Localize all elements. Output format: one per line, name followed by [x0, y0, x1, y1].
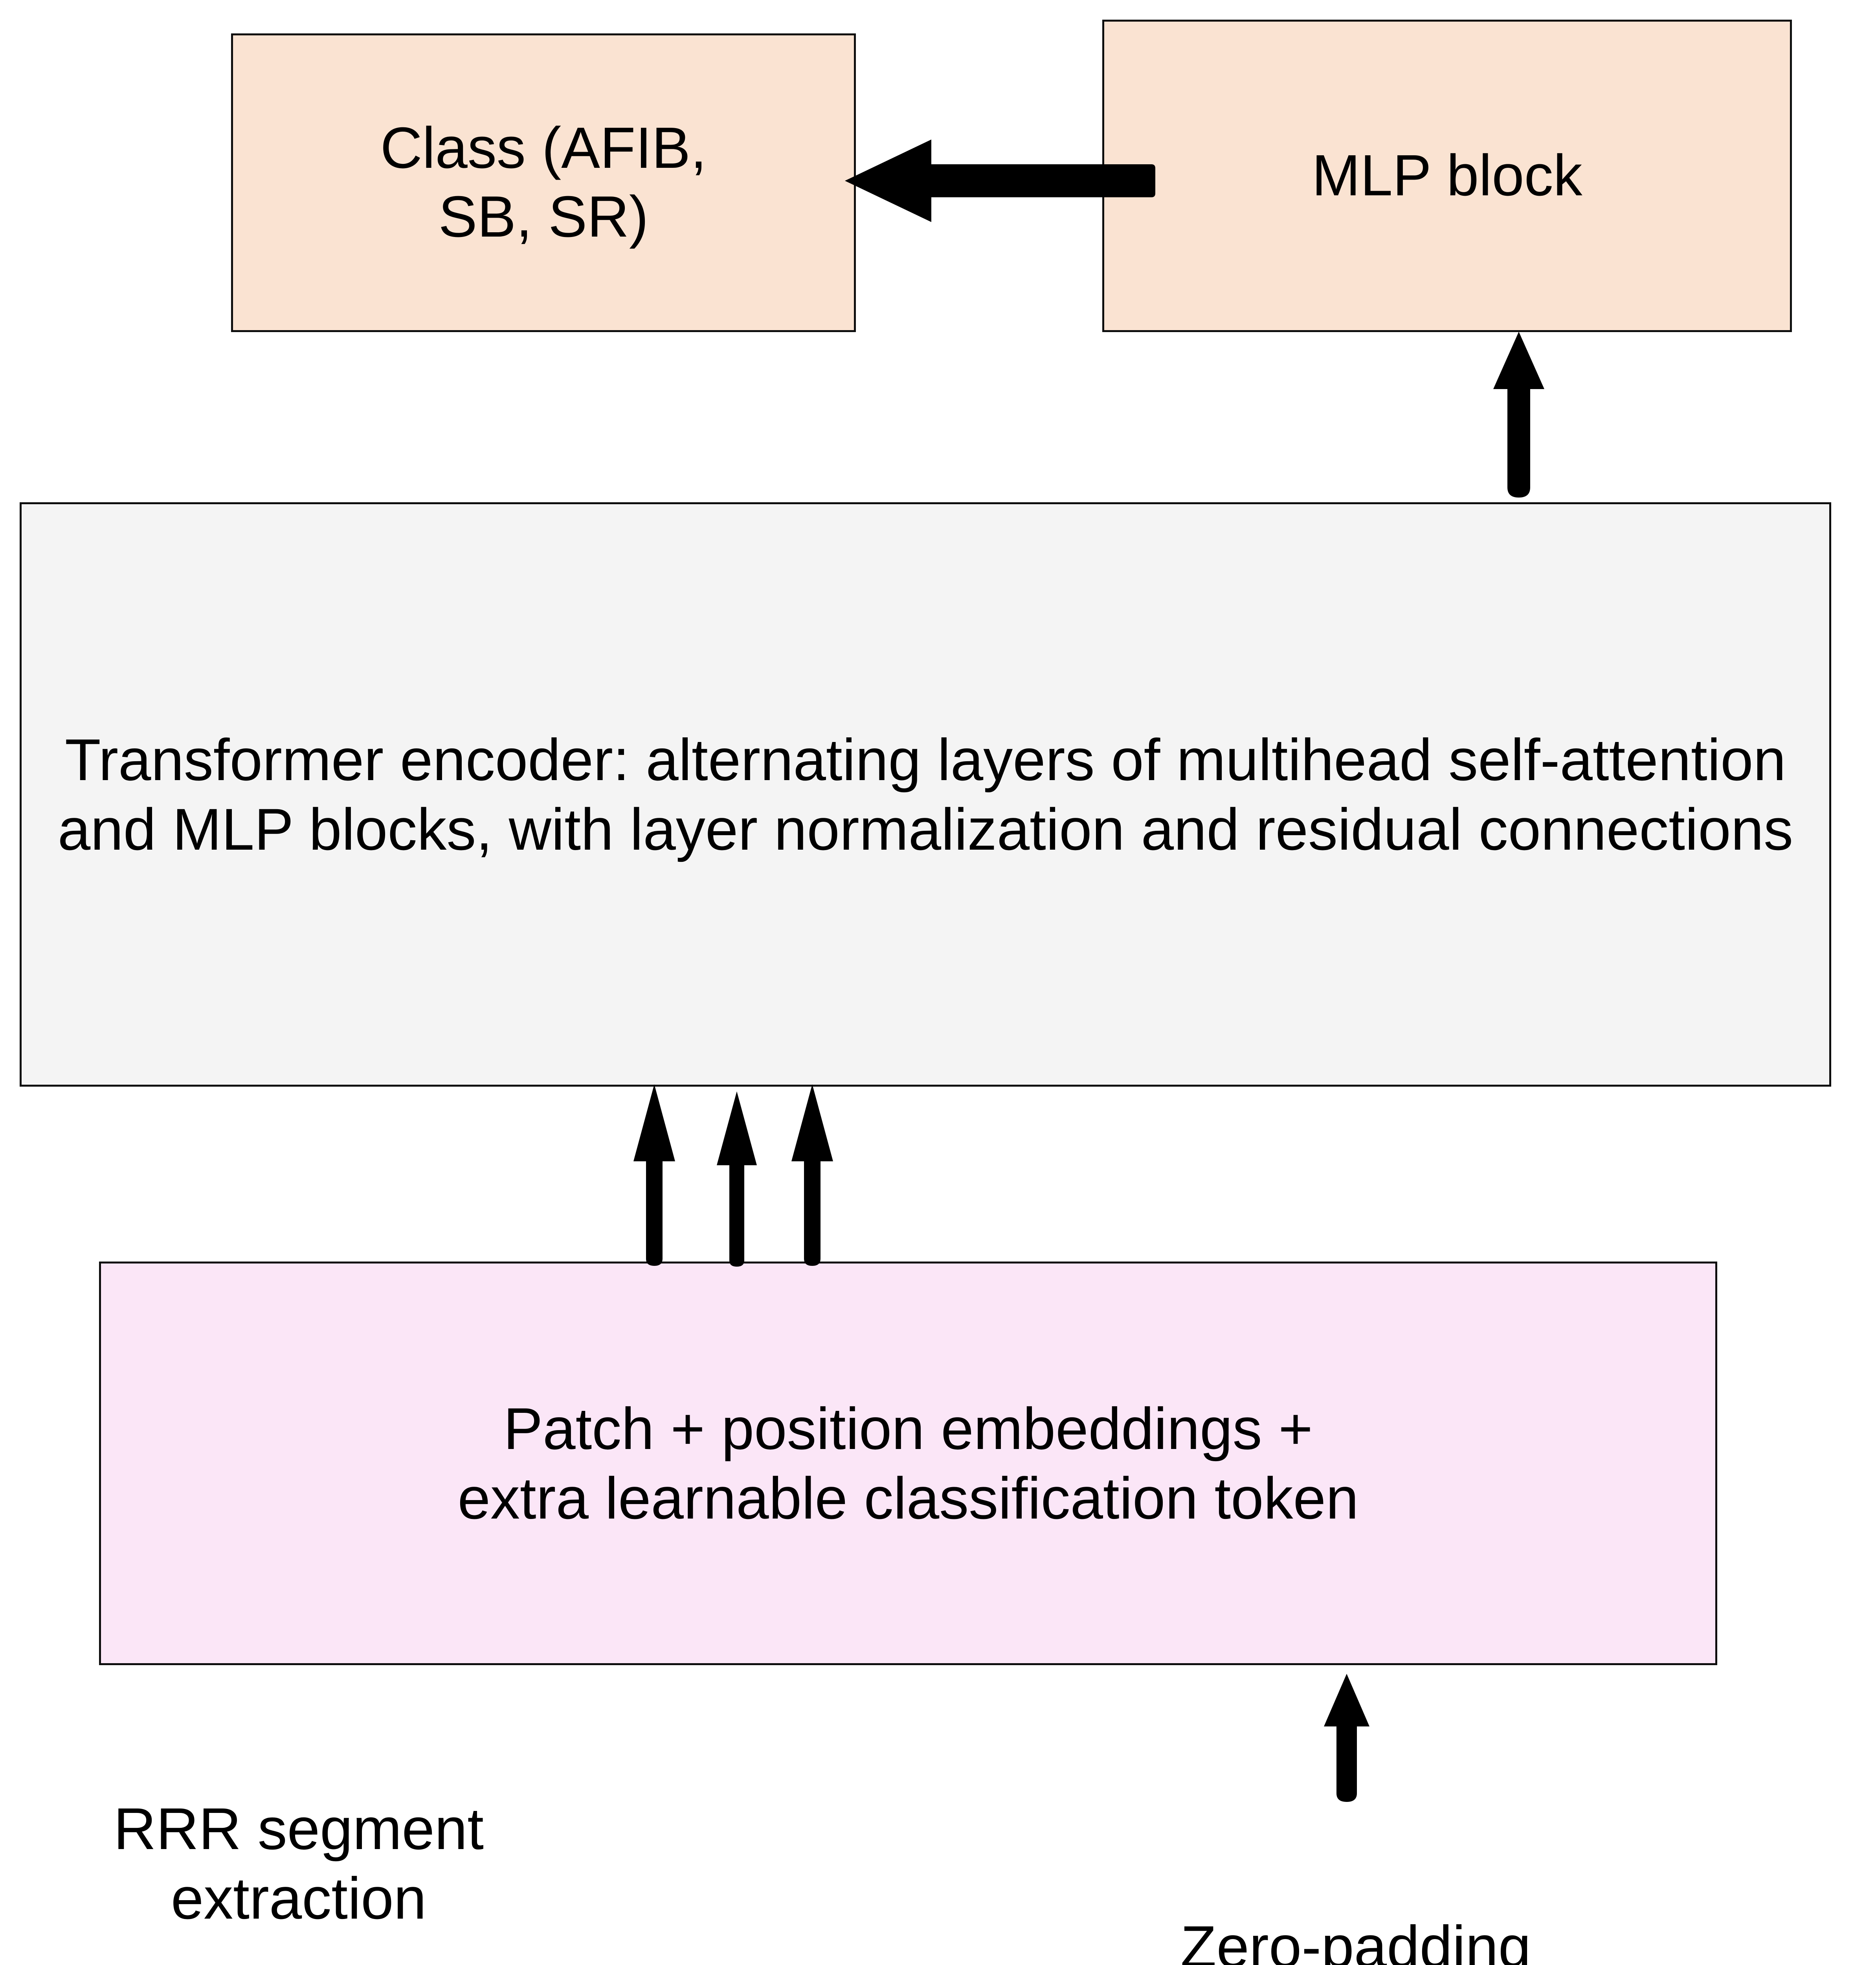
arrow-up-icon: [1318, 1672, 1377, 1804]
zero-padding-label: Zero-padding: [1180, 1914, 1531, 1965]
class-output-box[interactable]: Class (AFIB, SB, SR): [231, 33, 856, 332]
arrow-up-icon: [783, 1083, 842, 1267]
rrr-segment-extraction-label: RRR segment extraction: [114, 1796, 484, 1931]
transformer-encoder-box[interactable]: Transformer encoder: alternating layers …: [20, 502, 1831, 1087]
patch-position-embeddings-box[interactable]: Patch + position embeddings + extra lear…: [99, 1262, 1717, 1665]
arrow-left-icon: [841, 138, 1155, 224]
arrow-up-icon: [707, 1083, 766, 1267]
class-output-label: Class (AFIB, SB, SR): [380, 116, 707, 249]
transformer-encoder-label: Transformer encoder: alternating layers …: [57, 726, 1793, 862]
patch-position-embeddings-label: Patch + position embeddings + extra lear…: [457, 1395, 1359, 1531]
mlp-block-box[interactable]: MLP block: [1102, 20, 1792, 332]
mlp-block-label: MLP block: [1312, 143, 1582, 208]
arrow-up-icon: [625, 1083, 684, 1267]
arrow-up-icon: [1489, 330, 1548, 499]
